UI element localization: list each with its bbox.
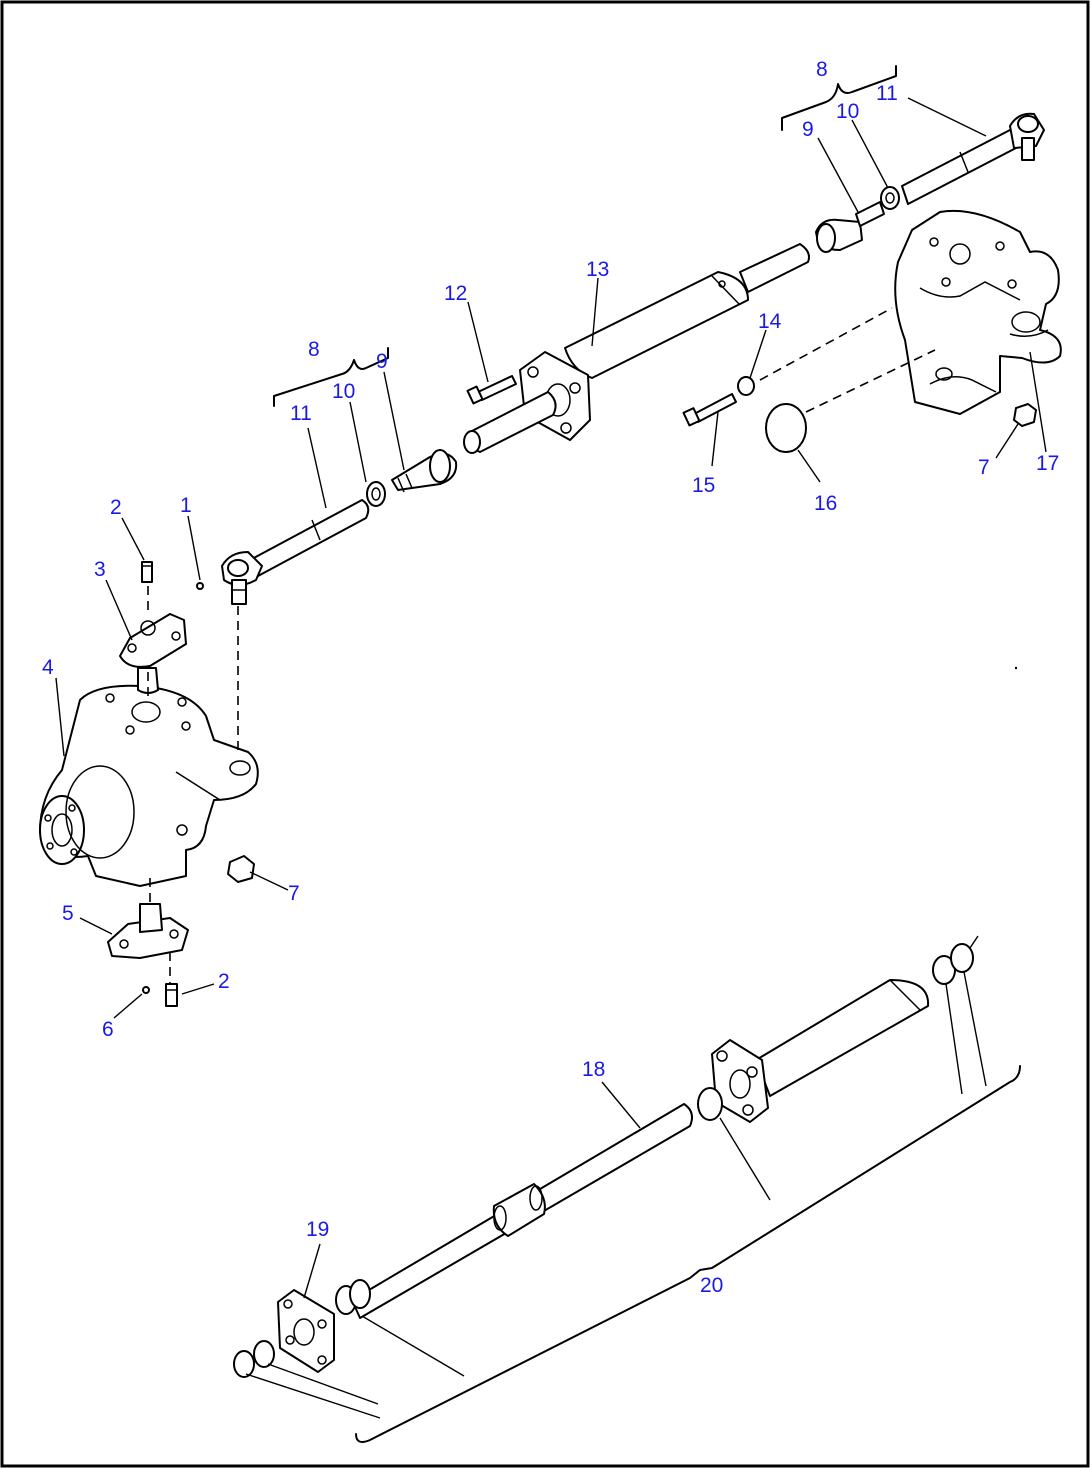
- bolt-12: [466, 375, 517, 405]
- callout-7-right: 7: [978, 456, 990, 479]
- callout-12: 12: [444, 282, 467, 305]
- tie-rod-socket-left: [391, 449, 458, 493]
- callout-1: 1: [180, 494, 192, 517]
- king-pin-upper: [119, 613, 187, 694]
- callout-11-left: 11: [290, 402, 312, 425]
- callout-9-right: 9: [802, 118, 814, 141]
- lock-nut-left: [366, 481, 386, 507]
- tie-rod-socket-right: [815, 201, 885, 253]
- callout-17: 17: [1036, 452, 1059, 475]
- callout-9-left: 9: [376, 350, 388, 373]
- callout-8-right: 8: [816, 58, 828, 81]
- steering-knuckle-left: [39, 684, 259, 887]
- callout-18: 18: [582, 1058, 605, 1081]
- king-pin-lower: [107, 903, 189, 959]
- spacer-14: [737, 376, 755, 396]
- bracket-8-left: [273, 347, 389, 407]
- callout-11-right: 11: [876, 82, 898, 105]
- cylinder-head-19: [233, 1289, 335, 1378]
- tie-rod-left: [221, 499, 370, 605]
- cap-16: [765, 403, 807, 453]
- callout-19: 19: [306, 1218, 329, 1241]
- callout-14: 14: [758, 310, 782, 333]
- grease-fitting-6: [142, 986, 150, 994]
- callout-8-left: 8: [308, 338, 320, 361]
- bracket-8-right: [781, 65, 897, 131]
- callout-13: 13: [586, 258, 609, 281]
- grease-fitting-1: [196, 582, 204, 590]
- lock-nut-right: [880, 186, 900, 210]
- steering-knuckle-right: [894, 209, 1062, 415]
- callout-20: 20: [700, 1274, 723, 1297]
- tie-rod-right: [901, 112, 1045, 205]
- callout-10-right: 10: [836, 100, 859, 123]
- bolt-15: [682, 393, 737, 427]
- nut-7-left: [227, 855, 255, 883]
- bolt-2-lower: [165, 983, 178, 1007]
- callout-7-left: 7: [288, 882, 300, 905]
- callout-4: 4: [42, 656, 54, 679]
- callout-10-left: 10: [332, 380, 355, 403]
- cylinder-assembly-lower: [335, 943, 974, 1319]
- nut-7-right: [1013, 403, 1037, 427]
- bolt-2-upper: [141, 561, 153, 583]
- callout-labels: 1 2 2 3 4 5 6 7 7 8 8 9 9 10 10 11 11 12…: [42, 58, 1059, 1297]
- callout-2-lower: 2: [218, 970, 230, 993]
- callout-2-upper: 2: [110, 496, 122, 519]
- callout-6: 6: [102, 1018, 114, 1041]
- callout-5: 5: [62, 902, 74, 925]
- callout-15: 15: [692, 474, 715, 497]
- callout-16: 16: [814, 492, 837, 515]
- steering-cylinder-upper: [463, 243, 810, 454]
- callout-3: 3: [94, 558, 106, 581]
